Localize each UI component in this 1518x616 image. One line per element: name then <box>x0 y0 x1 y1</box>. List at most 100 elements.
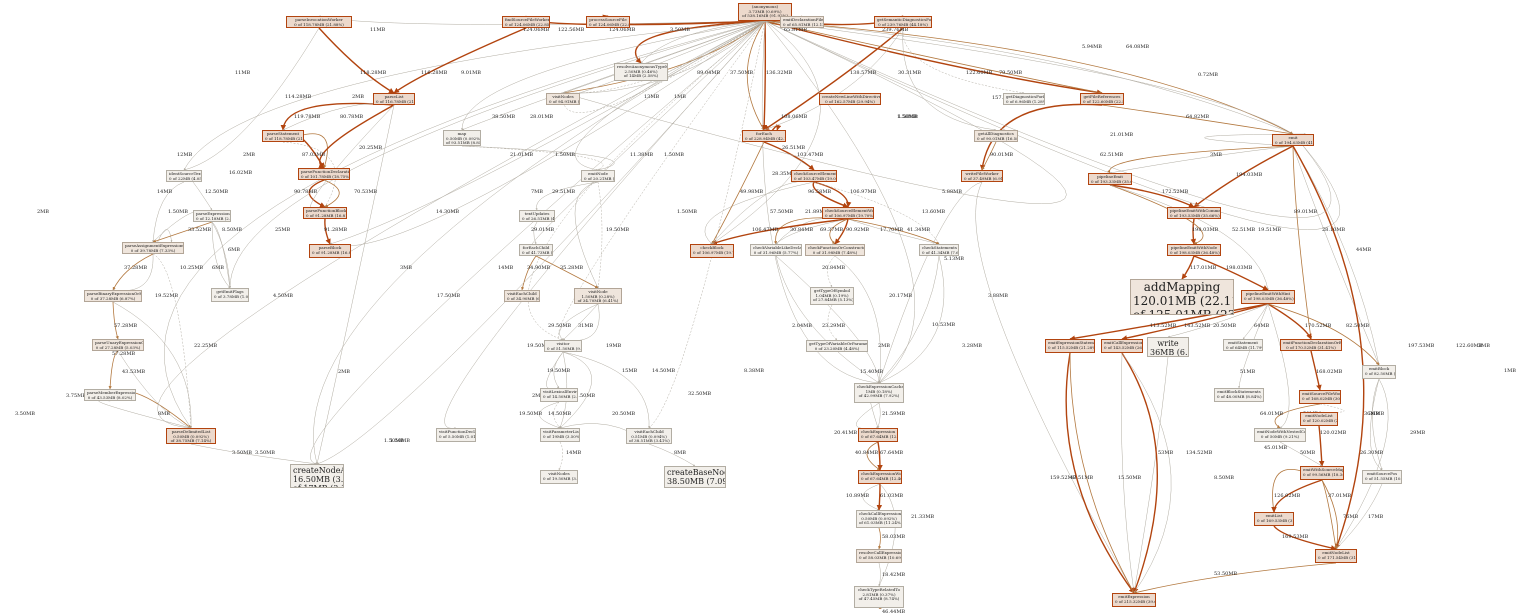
node-text: 0 of 34.90MB (6.43%) <box>507 295 540 301</box>
graph-edge <box>323 179 340 208</box>
graph-edge <box>1107 145 1294 174</box>
edge-label: 9.01MB <box>461 70 481 76</box>
graph-node-getSemanticDiag[interactable]: getSemanticDiagnosticsForFile0 of 239.76… <box>874 16 932 28</box>
graph-node-createNodeArray[interactable]: createNodeArray16.50MB (3.04%)of 17MB (3… <box>290 464 344 488</box>
graph-node-checkVariableDecl[interactable]: checkVariableLikeDeclaration0 of 31.96MB… <box>750 244 802 256</box>
edge-label: 89.01MB <box>1294 209 1318 215</box>
graph-node-checkSourceElementWorker[interactable]: checkSourceElementWorker0 of 106.97MB (1… <box>822 207 874 219</box>
graph-node-parseUnaryExpr[interactable]: parseUnaryExpressionOrHigher0 of 27.28MB… <box>92 339 144 351</box>
graph-node-getDiagFile[interactable]: getDiagnosticsForFile0 of 6.96MB (1.28%) <box>1003 93 1045 105</box>
graph-node-emitNodeWithPrologue[interactable]: emitNodeWithNestedComments0 of 50MB (9.2… <box>1254 428 1306 442</box>
edge-label: 124.06MB <box>609 27 636 33</box>
node-text: checkCallExpression <box>859 511 902 516</box>
graph-node-anonymous[interactable]: (anonymous)3.73MB (0.69%)of 538.16MB (91… <box>738 3 792 21</box>
node-text: 0.51MB (0.094%) <box>631 433 667 439</box>
graph-node-visitFunctionDecl[interactable]: visitFunctionDeclaration0 of 5.50MB (1.0… <box>436 428 476 442</box>
graph-node-emitSourceFileInternal[interactable]: emitSourceFileWorker0 of 168.02MB (30.96… <box>1299 390 1341 404</box>
edge-label: 170.52MB <box>1305 323 1332 329</box>
edge-label: 41.34MB <box>907 227 931 233</box>
graph-node-getTypeOfVarDecl[interactable]: getTypeOfVariableOrParameterOrPropertyWo… <box>806 340 868 352</box>
graph-node-emitFunctionDeclaration[interactable]: emitFunctionDeclarationOrExpression0 of … <box>1280 339 1342 351</box>
graph-edge <box>531 20 766 247</box>
graph-edge <box>558 20 766 342</box>
graph-node-checkExpressionWorker[interactable]: checkExpressionWorker0 of 67.64MB (12.46… <box>858 470 902 484</box>
graph-node-checkFunctionDecl[interactable]: checkFunctionOrConstructorDeclaration0 o… <box>805 244 865 256</box>
graph-node-parseMemberExpr[interactable]: parseMemberExpressionOrHigher0 of 43.53M… <box>84 389 136 401</box>
node-text: 38.50MB (7.09%) <box>667 477 725 487</box>
graph-edge <box>764 20 1332 218</box>
edge-label: 103.47MB <box>797 152 824 158</box>
node-text: 0 of 58.03MB (10.69%) <box>859 554 902 560</box>
graph-node-pipelineEmitComments[interactable]: pipelineEmitWithComments0 of 193.53MB (3… <box>1167 207 1221 219</box>
edge-label: 168.02MB <box>1316 369 1343 375</box>
node-text: 0 of 23.20MB (4.48%) <box>814 345 860 351</box>
graph-edge <box>539 401 561 429</box>
graph-node-visitLexicalEnv[interactable]: visitLexicalEnvironment0 of 14.50MB (2.6… <box>540 388 578 402</box>
graph-edge <box>1109 145 1294 174</box>
node-text: visitor <box>556 341 570 346</box>
graph-node-createBaseNode[interactable]: createBaseNode38.50MB (7.09%) <box>664 466 726 488</box>
graph-node-emitExpressionStatement[interactable]: emitExpressionStatement0 of 115.52MB (21… <box>1045 339 1095 353</box>
graph-node-parseAssignmentExpr[interactable]: parseAssignmentExpressionOrHigher0 of 39… <box>122 242 184 254</box>
graph-edge <box>112 253 154 291</box>
graph-node-parseTaskExprOrHigher[interactable]: parseBinaryExpressionOrHigher0 of 37.28M… <box>84 290 142 302</box>
edge-label: 64.01MB <box>1260 411 1284 417</box>
node-text: emit <box>1288 135 1298 140</box>
graph-node-resolveAnon[interactable]: resolveAnonymousTypeMembers2.50MB (0.46%… <box>614 63 668 81</box>
